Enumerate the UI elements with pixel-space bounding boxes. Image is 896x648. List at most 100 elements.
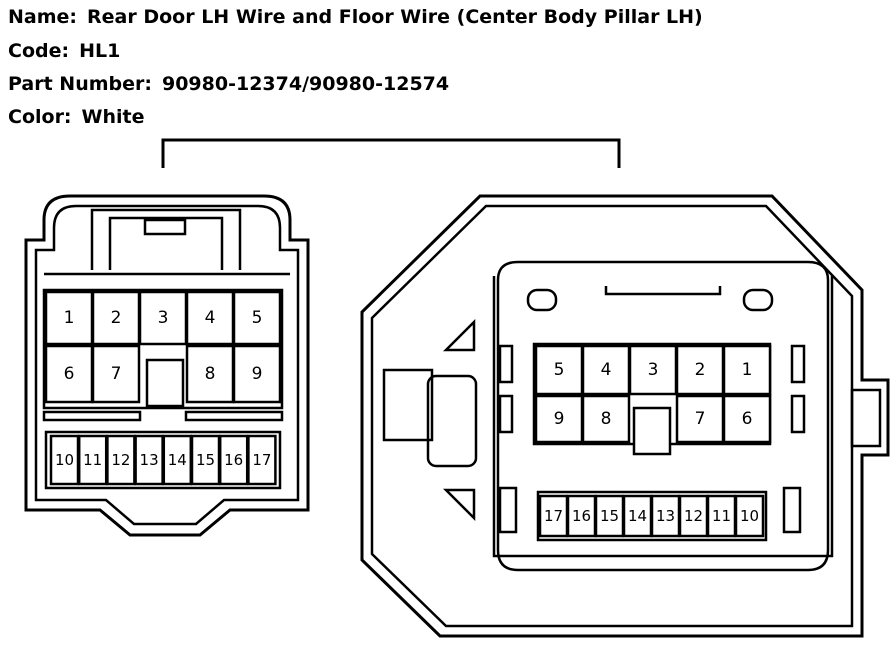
right-cavity-box xyxy=(734,494,765,538)
right-cavity-box xyxy=(722,344,772,396)
left-pin-label: 6 xyxy=(64,364,75,384)
left-cavity-box xyxy=(91,290,141,346)
right-cavity-box xyxy=(581,344,631,396)
left-cavity-box xyxy=(247,434,277,486)
right-key-slot xyxy=(632,406,672,456)
left-cavity-box xyxy=(232,290,282,346)
left-pin-label: 14 xyxy=(168,451,187,469)
right-cavity-box xyxy=(706,494,737,538)
pairing-bracket xyxy=(161,138,621,168)
color-label: Color: xyxy=(8,106,72,128)
right-pin-label: 4 xyxy=(601,360,612,380)
right-side-lock xyxy=(850,388,882,448)
right-pin-label: 2 xyxy=(695,360,706,380)
right-side-rib-left-bottom xyxy=(498,394,514,434)
part-number-label: Part Number: xyxy=(8,73,152,95)
right-cavity-box xyxy=(650,494,681,538)
right-pin-label: 9 xyxy=(554,409,565,429)
right-inner-body xyxy=(496,260,830,572)
right-pin-label: 16 xyxy=(572,507,591,525)
right-pin-label: 12 xyxy=(684,507,703,525)
left-cavity-box xyxy=(162,434,193,486)
left-rib-right xyxy=(184,410,284,422)
right-guide-bottom xyxy=(442,488,476,522)
right-cavity-box xyxy=(581,394,631,444)
right-cavity-box xyxy=(622,494,653,538)
right-pin-label: 10 xyxy=(740,507,759,525)
right-side-rib-left-top xyxy=(498,344,514,384)
right-pin-label: 7 xyxy=(695,409,706,429)
color-value: White xyxy=(81,106,145,128)
right-cavity-box xyxy=(534,394,584,444)
left-small-pin-block xyxy=(44,430,282,490)
code-label: Code: xyxy=(8,40,70,62)
right-connector: 5 4 3 2 1 9 8 7 6 17 16 15 14 13 12 11 10 xyxy=(360,194,890,638)
right-pin-label: 17 xyxy=(544,507,563,525)
right-pin-label: 3 xyxy=(648,360,659,380)
connector-code-line: Code: HL1 xyxy=(8,40,120,62)
right-pin-label: 14 xyxy=(628,507,647,525)
right-cavity-box xyxy=(534,344,584,396)
right-pin-label: 15 xyxy=(600,507,619,525)
left-rib-left xyxy=(42,410,142,422)
right-connector-housing xyxy=(360,194,890,638)
right-small-pin-block xyxy=(536,490,768,542)
right-side-latch xyxy=(382,368,434,442)
left-pin-label: 16 xyxy=(224,451,243,469)
name-label: Name: xyxy=(8,6,78,28)
right-top-notch xyxy=(604,286,722,296)
left-latch-inner xyxy=(108,216,224,270)
right-pin-label: 6 xyxy=(742,409,753,429)
left-pin-label: 5 xyxy=(252,308,263,328)
right-side-latch-grip xyxy=(426,374,478,468)
right-corner-rib-right xyxy=(782,486,802,534)
left-pin-label: 8 xyxy=(205,364,216,384)
left-pin-label: 4 xyxy=(205,308,216,328)
left-pin-label: 1 xyxy=(64,308,75,328)
left-connector-housing xyxy=(24,194,310,537)
left-pin-label: 15 xyxy=(196,451,215,469)
right-top-pin-right xyxy=(742,288,774,312)
color-line: Color: White xyxy=(8,106,145,128)
right-cavity-box xyxy=(675,344,725,396)
left-latch-frame xyxy=(90,208,242,270)
right-cavity-box xyxy=(722,394,772,444)
right-side-rib-right-bottom xyxy=(790,394,806,434)
right-pin-label: 11 xyxy=(712,507,731,525)
left-connector-inner-rim xyxy=(34,204,300,526)
left-pin-label: 12 xyxy=(111,451,130,469)
left-pin-label: 13 xyxy=(140,451,159,469)
right-corner-rib-left xyxy=(498,486,518,534)
left-cavity-box xyxy=(49,434,80,486)
left-pin-label: 9 xyxy=(252,364,263,384)
left-pin-label: 2 xyxy=(111,308,122,328)
right-inner-frame xyxy=(492,276,834,558)
left-cavity-box xyxy=(138,290,188,346)
right-side-rib-right-top xyxy=(790,344,806,384)
left-key-slot xyxy=(145,358,185,408)
left-pin-label: 10 xyxy=(55,451,74,469)
part-number-line: Part Number:90980-12374/90980-12574 xyxy=(8,73,449,95)
left-cavity-box xyxy=(190,434,221,486)
right-connector-inner-rim xyxy=(370,204,854,628)
left-cavity-box xyxy=(185,290,235,346)
left-cavity-box xyxy=(232,344,282,404)
left-latch-tab xyxy=(143,218,187,236)
left-pin-label: 17 xyxy=(252,451,271,469)
right-pin-label: 13 xyxy=(656,507,675,525)
left-cavity-box xyxy=(77,434,108,486)
left-cavity-box xyxy=(134,434,164,486)
connector-name-line: Name: Rear Door LH Wire and Floor Wire (C… xyxy=(8,6,703,28)
right-pin-label: 5 xyxy=(554,360,565,380)
code-value: HL1 xyxy=(79,40,121,62)
left-pin-label: 7 xyxy=(111,364,122,384)
right-cavity-box xyxy=(566,494,597,538)
right-pin-label: 8 xyxy=(601,409,612,429)
right-top-pin-left xyxy=(526,288,558,312)
left-cavity-box xyxy=(91,344,141,404)
left-pin-label: 3 xyxy=(158,308,169,328)
name-value: Rear Door LH Wire and Floor Wire (Center… xyxy=(87,6,703,28)
left-cavity-box xyxy=(218,434,249,486)
right-pin-label: 1 xyxy=(742,360,753,380)
